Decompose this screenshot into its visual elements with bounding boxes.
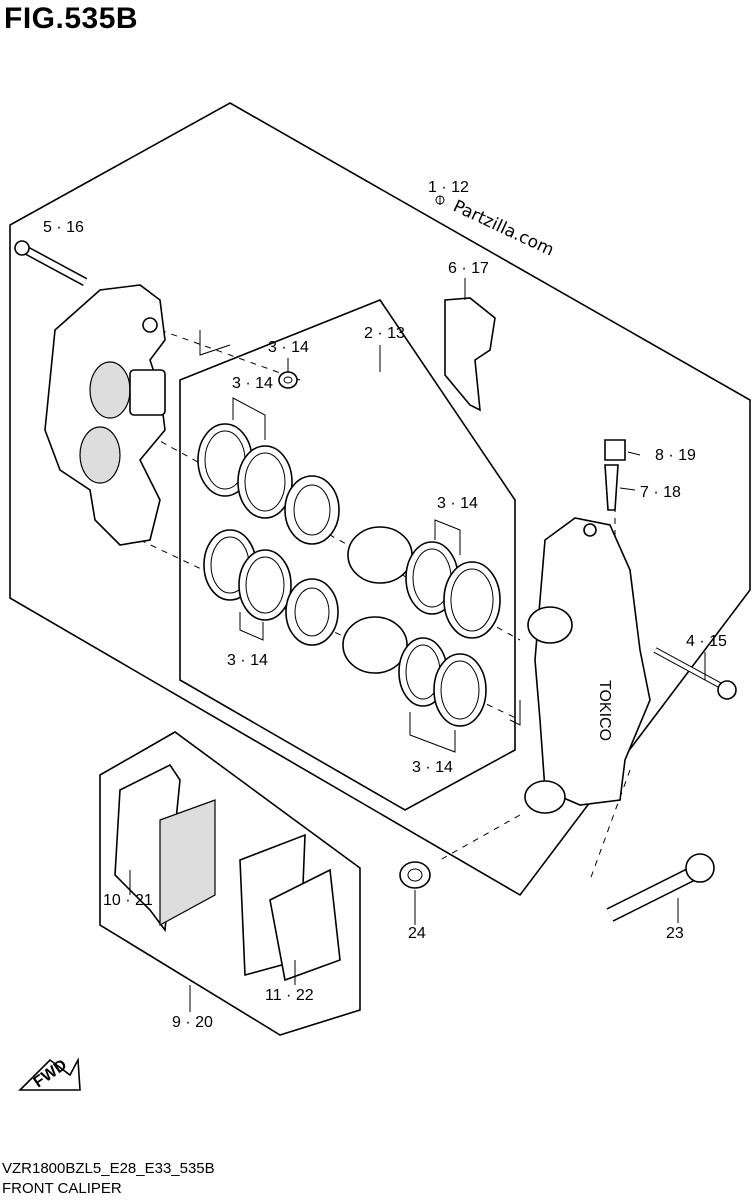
callout-3-14-c: 3 · 14 <box>437 495 478 512</box>
seal-group-brackets <box>232 397 461 753</box>
callout-5-16: 5 · 16 <box>43 219 84 236</box>
callout-7-18: 7 · 18 <box>640 484 681 501</box>
callout-4-15: 4 · 15 <box>686 633 727 650</box>
offset-mark-1 <box>199 330 231 356</box>
seals-and-pistons <box>197 423 501 727</box>
callout-23: 23 <box>666 925 684 942</box>
brake-pads <box>114 763 341 982</box>
seal-kit-frame <box>179 299 516 811</box>
callout-8-19: 8 · 19 <box>655 447 696 464</box>
sleeve-24 <box>399 861 431 889</box>
callout-1-12: 1 · 12 <box>428 179 469 196</box>
right-caliper-half: TOKICO <box>524 517 651 814</box>
callout-3-14-a: 3 · 14 <box>268 339 309 356</box>
offset-mark-2 <box>509 700 521 726</box>
pad-pin-4 <box>653 647 737 700</box>
callout-6-17: 6 · 17 <box>448 260 489 277</box>
figure-title: FIG.535B <box>4 2 139 35</box>
pad-kit-frame <box>99 731 361 1036</box>
figure-code: VZR1800BZL5_E28_E33_535B <box>2 1160 215 1177</box>
callout-3-14-d: 3 · 14 <box>227 652 268 669</box>
callout-2-13: 2 · 13 <box>364 325 405 342</box>
forward-arrow: FWD <box>18 1056 81 1091</box>
callout-3-14-e: 3 · 14 <box>412 759 453 776</box>
caliper-bolt-5 <box>14 240 88 286</box>
callout-11-22: 11 · 22 <box>265 987 314 1004</box>
figure-name: FRONT CALIPER <box>2 1180 122 1197</box>
caliper-bolt-23 <box>606 853 715 922</box>
callout-10-21: 10 · 21 <box>103 892 153 909</box>
watermark: Partzilla.com <box>450 196 557 260</box>
bleeder-screw <box>604 464 619 511</box>
pad-spring <box>444 297 496 412</box>
callout-leaders <box>129 196 706 1012</box>
seal-small <box>278 371 298 389</box>
callout-9-20: 9 · 20 <box>172 1014 213 1031</box>
assembly-frame <box>9 102 751 897</box>
callout-3-14-b: 3 · 14 <box>232 375 273 392</box>
svg-text:TOKICO: TOKICO <box>596 680 613 741</box>
left-caliper-half <box>44 284 166 546</box>
callout-24: 24 <box>408 925 426 942</box>
bleeder-cap <box>604 439 626 461</box>
